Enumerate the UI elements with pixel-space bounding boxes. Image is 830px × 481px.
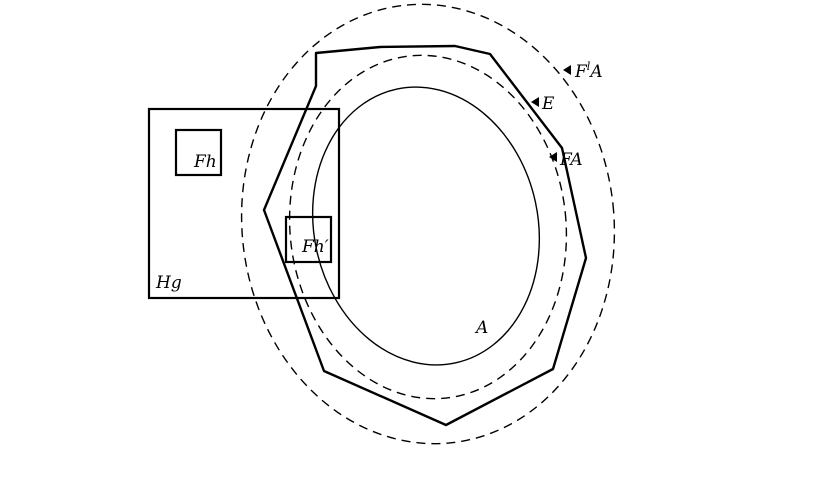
hg-label: Hg [155, 273, 182, 293]
fh-label: Fh [193, 152, 217, 172]
set-a-label: A [474, 318, 488, 338]
e-boundary [288, 54, 568, 400]
hg-square [147, 107, 341, 300]
set-a-boundary [311, 86, 541, 366]
e-label: E [541, 94, 555, 114]
flA-pointer-arrow [563, 65, 571, 75]
fh-prime-label: Fh′ [301, 237, 329, 257]
fa-pointer-arrow [549, 152, 557, 162]
fh-prime-square [284, 215, 333, 264]
flA-boundary [240, 3, 616, 445]
e-pointer-arrow [531, 97, 539, 107]
fa-polygon [262, 44, 588, 427]
fa-label: FA [559, 150, 583, 170]
flA-label: FlA [574, 60, 603, 82]
fh-square [174, 128, 223, 177]
